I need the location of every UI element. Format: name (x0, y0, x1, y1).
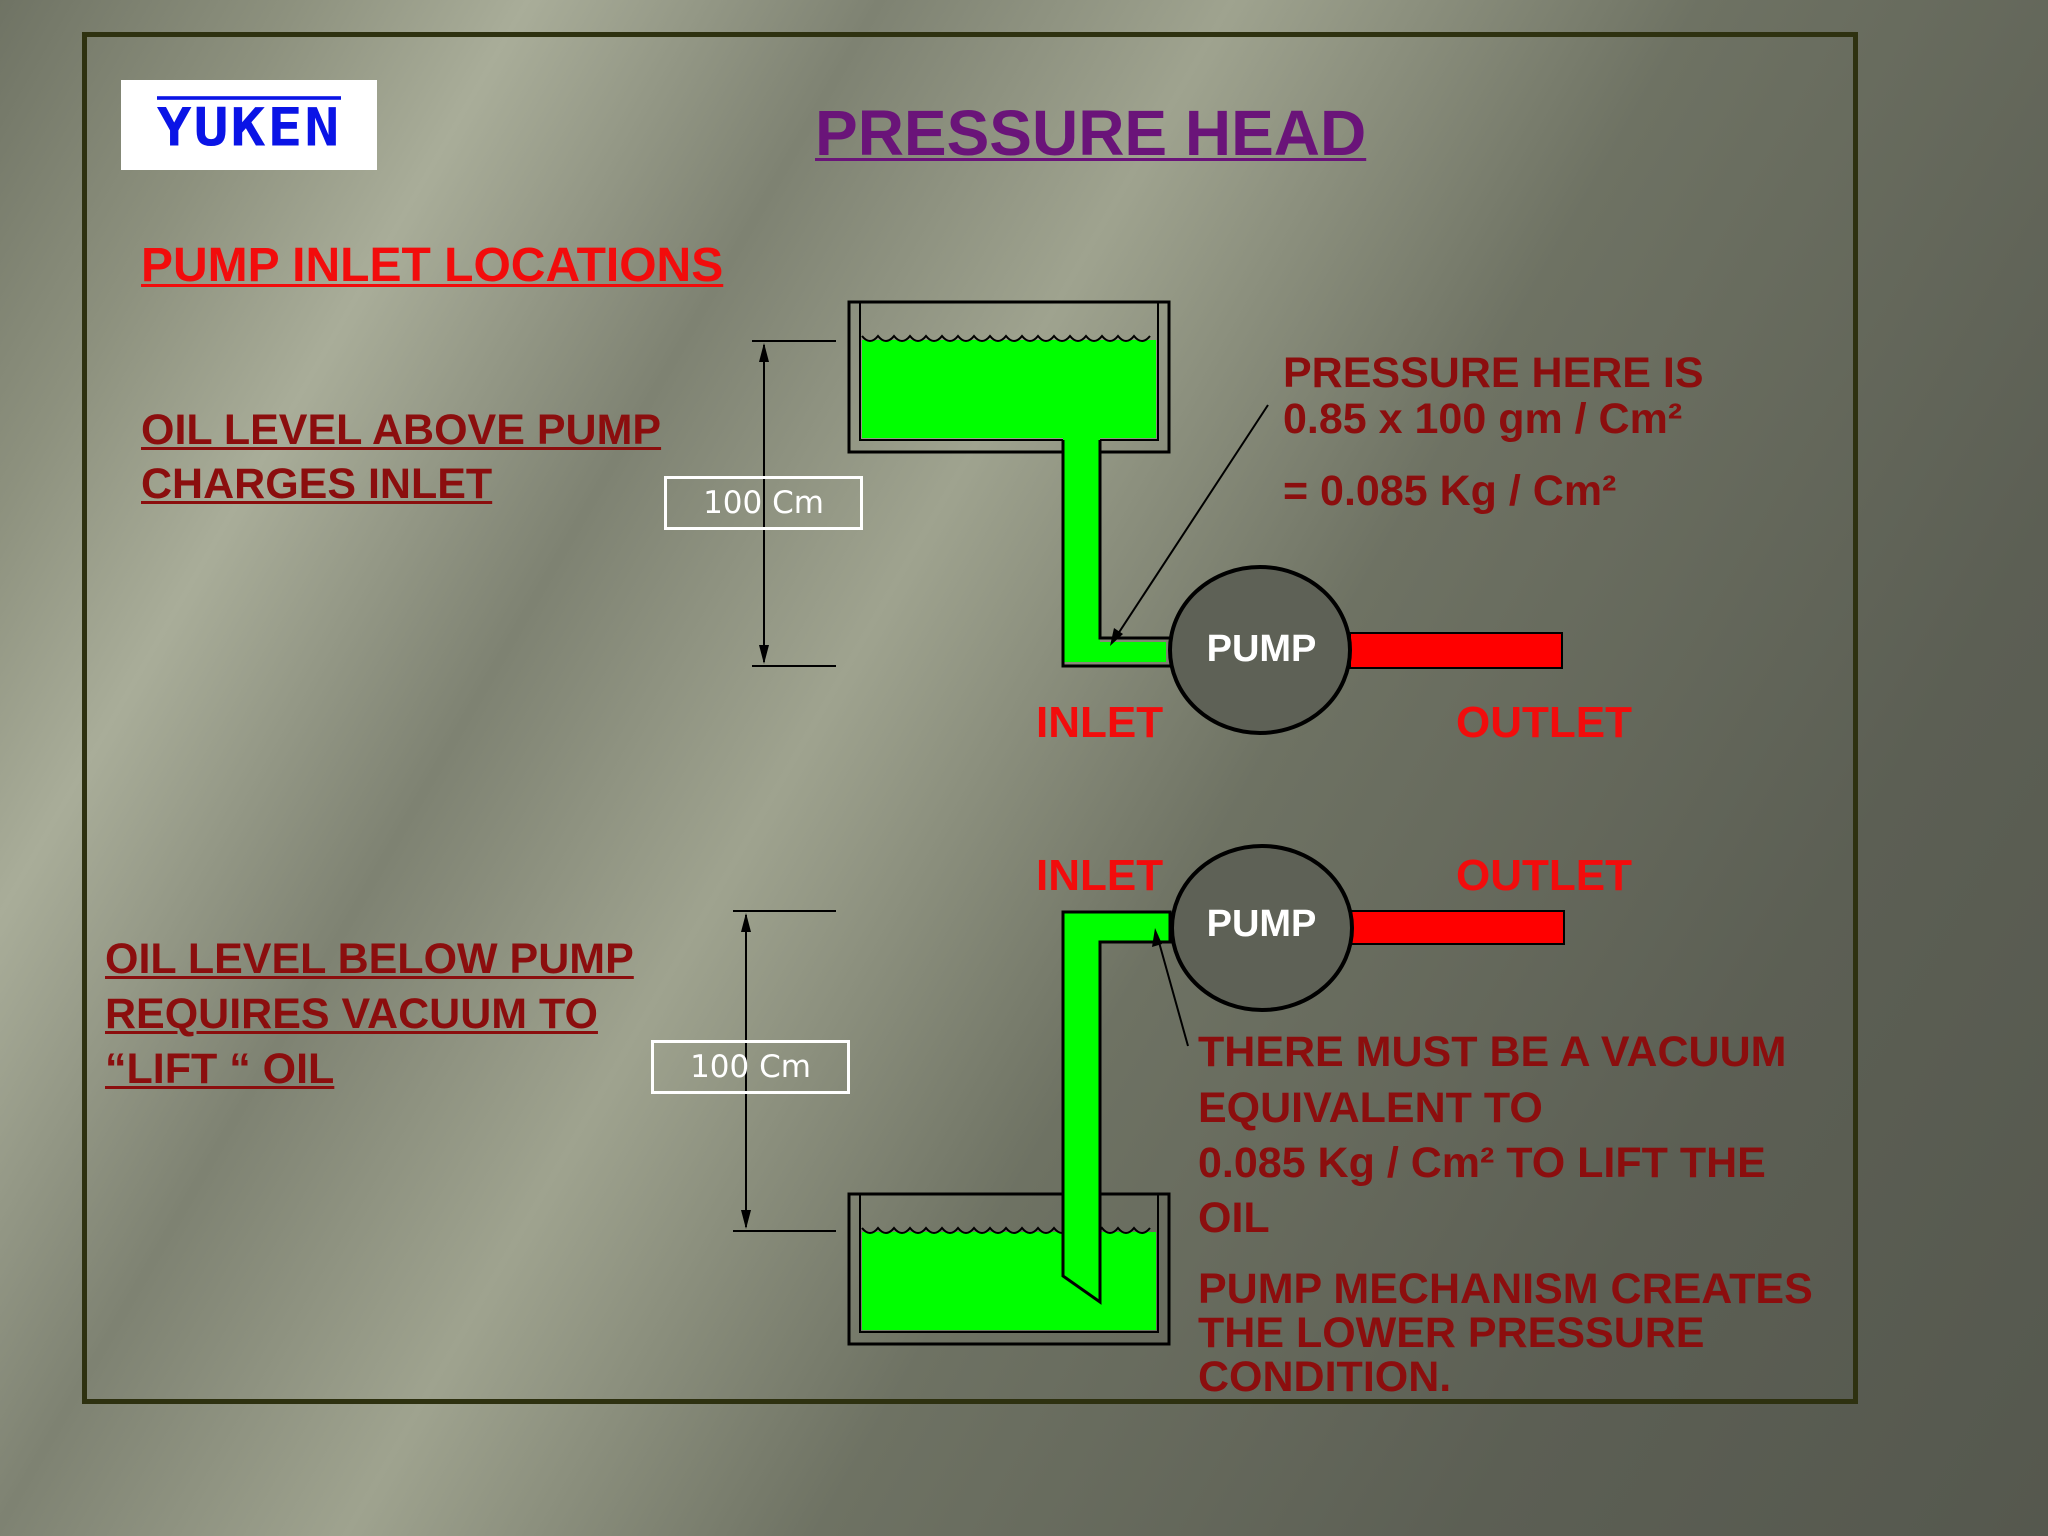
logo-text: YUKEN (156, 96, 342, 159)
bottom-oil-surface-waves (861, 1226, 1151, 1234)
bottom-note-line-4: OIL (1198, 1194, 1270, 1242)
top-outlet-label: OUTLET (1456, 698, 1632, 747)
top-description-line-2: CHARGES INLET (141, 460, 493, 508)
bottom-tank-inner (859, 1193, 1159, 1333)
bottom-height-label: 100 Cm (651, 1040, 850, 1094)
yuken-logo: YUKEN (121, 80, 377, 170)
bottom-vacuum-leader-arrow (1152, 928, 1162, 947)
top-pump-body (1168, 565, 1352, 735)
top-note-line-3: = 0.085 Kg / Cm² (1283, 467, 1617, 515)
top-note-line-1: PRESSURE HERE IS (1283, 349, 1704, 397)
bottom-note-line-3: 0.085 Kg / Cm² TO LIFT THE (1198, 1139, 1766, 1187)
top-pipe-outline (1061, 440, 1170, 668)
top-oil (862, 340, 1166, 662)
top-pressure-leader-arrow (1110, 628, 1123, 646)
top-dimension-arrow-up (759, 343, 769, 362)
bottom-description-line-1: OIL LEVEL BELOW PUMP (105, 935, 634, 983)
top-oil-surface-waves (861, 334, 1151, 342)
bottom-dimension-arrow-down (741, 1210, 751, 1229)
bottom-outlet-label: OUTLET (1456, 851, 1632, 900)
top-dimension-arrow-down (759, 645, 769, 664)
top-description-line-1: OIL LEVEL ABOVE PUMP (141, 406, 662, 454)
bottom-note-line-6: THE LOWER PRESSURE (1198, 1309, 1705, 1357)
section-heading: PUMP INLET LOCATIONS (141, 239, 724, 292)
top-note-line-2: 0.85 x 100 gm / Cm² (1283, 395, 1683, 443)
bottom-suction-pipe (1061, 910, 1172, 1305)
bottom-description-line-3: “LIFT “ OIL (105, 1045, 335, 1093)
top-pressure-leader (1113, 404, 1269, 641)
top-pump-label: PUMP (1206, 628, 1317, 670)
top-tank-inner (859, 301, 1159, 441)
bottom-oil (862, 1232, 1156, 1330)
bottom-dimension-arrow-up (741, 913, 751, 932)
top-outlet-pipe (1349, 632, 1563, 669)
slide-frame (82, 32, 1858, 1404)
bottom-pump-label: PUMP (1206, 903, 1317, 945)
bottom-height-dimension (733, 910, 836, 1232)
bottom-note-line-2: EQUIVALENT TO (1198, 1084, 1543, 1132)
bottom-note-line-5: PUMP MECHANISM CREATES (1198, 1265, 1813, 1313)
bottom-note-line-1: THERE MUST BE A VACUUM (1198, 1028, 1787, 1076)
bottom-vacuum-leader (1156, 934, 1189, 1047)
page-title: PRESSURE HEAD (815, 97, 1367, 169)
top-height-dimension (752, 340, 836, 667)
bottom-outlet-pipe (1349, 910, 1565, 945)
bottom-inlet-label: INLET (1036, 851, 1164, 900)
bottom-pump-body (1170, 844, 1354, 1012)
bottom-note-line-7: CONDITION. (1198, 1353, 1452, 1401)
bottom-description-line-2: REQUIRES VACUUM TO (105, 990, 598, 1038)
top-inlet-label: INLET (1036, 698, 1164, 747)
top-height-label: 100 Cm (664, 476, 863, 530)
